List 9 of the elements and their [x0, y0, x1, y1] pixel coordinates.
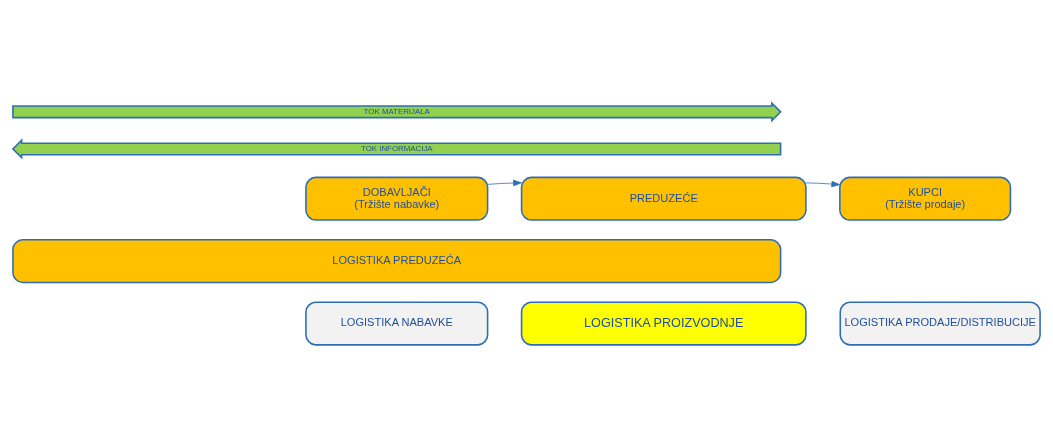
node-box: LOGISTIKA PREDUZEĆA	[12, 239, 782, 284]
node-box: PREDUZEĆE	[520, 176, 807, 221]
node-box: DOBAVLJAČI (Tržište nabavke)	[305, 176, 489, 221]
node-box: LOGISTIKA PROIZVODNJE	[520, 301, 807, 346]
arrow	[487, 179, 522, 187]
node-box: LOGISTIKA NABAVKE	[305, 301, 489, 346]
arrow	[805, 180, 841, 188]
node-box: LOGISTIKA PRODAJE/DISTRIBUCIJE	[839, 301, 1041, 346]
node-box: KUPCI (Tržište prodaje)	[839, 176, 1012, 221]
